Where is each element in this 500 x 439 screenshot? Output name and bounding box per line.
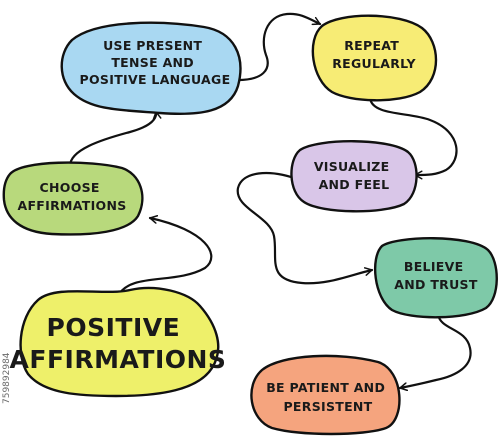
node-patient-label: BE PATIENT AND PERSISTENT [266, 380, 390, 414]
node-use-present-label: USE PRESENT TENSE AND POSITIVE LANGUAGE [80, 38, 231, 87]
node-patient-bubble [250, 354, 401, 436]
node-positive-bubble [19, 286, 220, 398]
arrow-use-present-to-repeat [236, 12, 322, 82]
node-believe-bubble [374, 237, 498, 319]
stock-id-watermark: 759892984 [2, 352, 12, 404]
node-repeat-bubble [311, 14, 438, 102]
arrow-repeat-to-visualize [368, 96, 458, 180]
node-visualize-label: VISUALIZE AND FEEL [314, 159, 394, 192]
arrow-believe-to-patient [398, 312, 472, 392]
arrow-positive-to-choose [116, 215, 213, 298]
node-use-present-bubble [60, 21, 242, 116]
arrow-choose-to-use-present [68, 110, 162, 168]
node-choose-bubble [2, 161, 144, 236]
node-repeat-label: REPEAT REGULARLY [332, 38, 416, 71]
node-choose-label: CHOOSE AFFIRMATIONS [17, 180, 126, 213]
arrow-visualize-to-believe [236, 172, 374, 285]
node-visualize-bubble [290, 140, 418, 213]
node-positive-label: POSITIVE AFFIRMATIONS [10, 313, 227, 374]
node-believe-label: BELIEVE AND TRUST [394, 259, 478, 292]
